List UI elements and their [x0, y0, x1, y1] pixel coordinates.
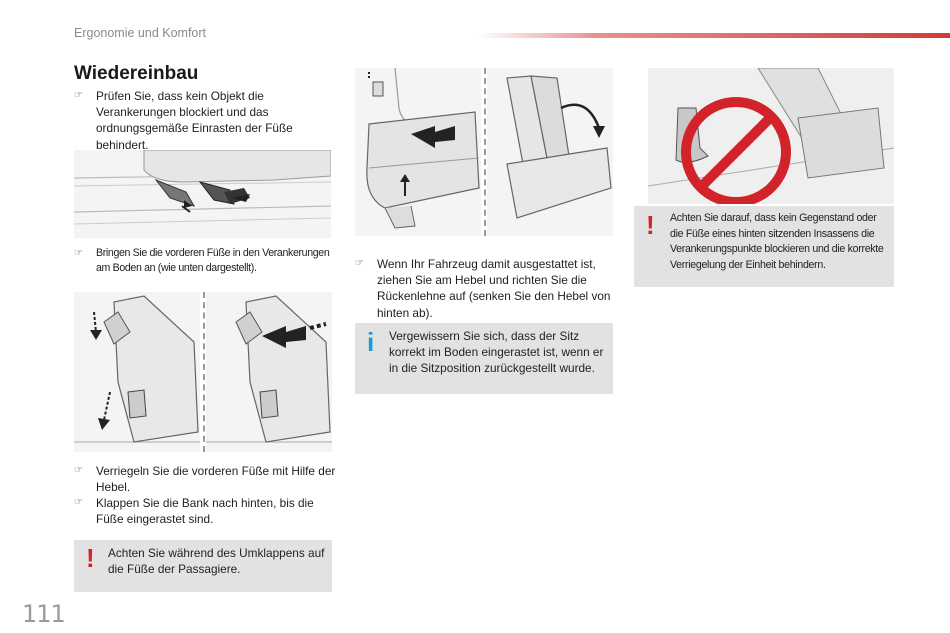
instruction-lock-feet: ☞ Verriegeln Sie die vorderen Füße mit H… — [74, 463, 336, 495]
warning-note-anchor-block: ! Achten Sie darauf, dass kein Gegenstan… — [634, 206, 894, 287]
no-obstruction-drawing — [648, 68, 894, 204]
backrest-raise-drawing — [506, 75, 612, 219]
illustration-floor-anchors — [74, 150, 331, 238]
page-title: Wiedereinbau — [74, 63, 199, 84]
instruction-text: Klappen Sie die Bank nach hinten, bis di… — [96, 496, 314, 527]
illustration-backrest-raise — [487, 68, 613, 236]
illustration-seat-tilt-b — [206, 292, 332, 452]
info-icon: i — [367, 327, 375, 357]
illustration-separator — [484, 68, 486, 236]
illustration-no-obstruction — [648, 68, 894, 204]
header-accent-bar — [478, 33, 950, 38]
hand-pointer-icon: ☞ — [74, 248, 83, 259]
instruction-fold-back: ☞ Klappen Sie die Bank nach hinten, bis … — [74, 495, 336, 527]
page-number: 111 — [22, 600, 66, 628]
warning-text: Achten Sie während des Umklappens auf di… — [108, 546, 325, 577]
info-note-seat-locked: i Vergewissern Sie sich, dass der Sitz k… — [355, 323, 613, 394]
seat-tilt-a-drawing — [74, 295, 200, 443]
seat-lever-drawing — [366, 68, 480, 229]
instruction-raise-backrest: ☞ Wenn Ihr Fahrzeug damit ausgestattet i… — [355, 256, 613, 321]
hand-pointer-icon: ☞ — [74, 465, 83, 476]
instruction-text: Verriegeln Sie die vorderen Füße mit Hil… — [96, 464, 336, 495]
warning-note-passenger-feet: ! Achten Sie während des Umklappens auf … — [74, 540, 332, 592]
instruction-text: Bringen Sie die vorderen Füße in den Ver… — [96, 247, 330, 274]
warning-icon: ! — [86, 543, 95, 573]
illustration-separator — [203, 292, 205, 452]
warning-text: Achten Sie darauf, dass kein Gegenstand … — [670, 212, 884, 271]
illustration-seat-tilt-a — [74, 292, 200, 452]
instruction-text: Wenn Ihr Fahrzeug damit ausgestattet ist… — [377, 257, 611, 320]
hand-pointer-icon: ☞ — [74, 497, 83, 508]
instruction-check-anchors: ☞ Prüfen Sie, dass kein Objekt die Veran… — [74, 88, 336, 153]
info-text: Vergewissern Sie sich, dass der Sitz kor… — [389, 329, 604, 376]
hand-pointer-icon: ☞ — [355, 258, 364, 269]
illustration-seat-lever — [355, 68, 481, 236]
hand-pointer-icon: ☞ — [74, 90, 83, 101]
seat-tilt-b-drawing — [206, 295, 332, 443]
warning-icon: ! — [646, 210, 655, 240]
instruction-text: Prüfen Sie, dass kein Objekt die Veranke… — [96, 89, 293, 152]
floor-anchors-drawing — [74, 150, 331, 225]
instruction-place-feet: ☞ Bringen Sie die vorderen Füße in den V… — [74, 246, 336, 276]
section-header: Ergonomie und Komfort — [74, 26, 207, 40]
